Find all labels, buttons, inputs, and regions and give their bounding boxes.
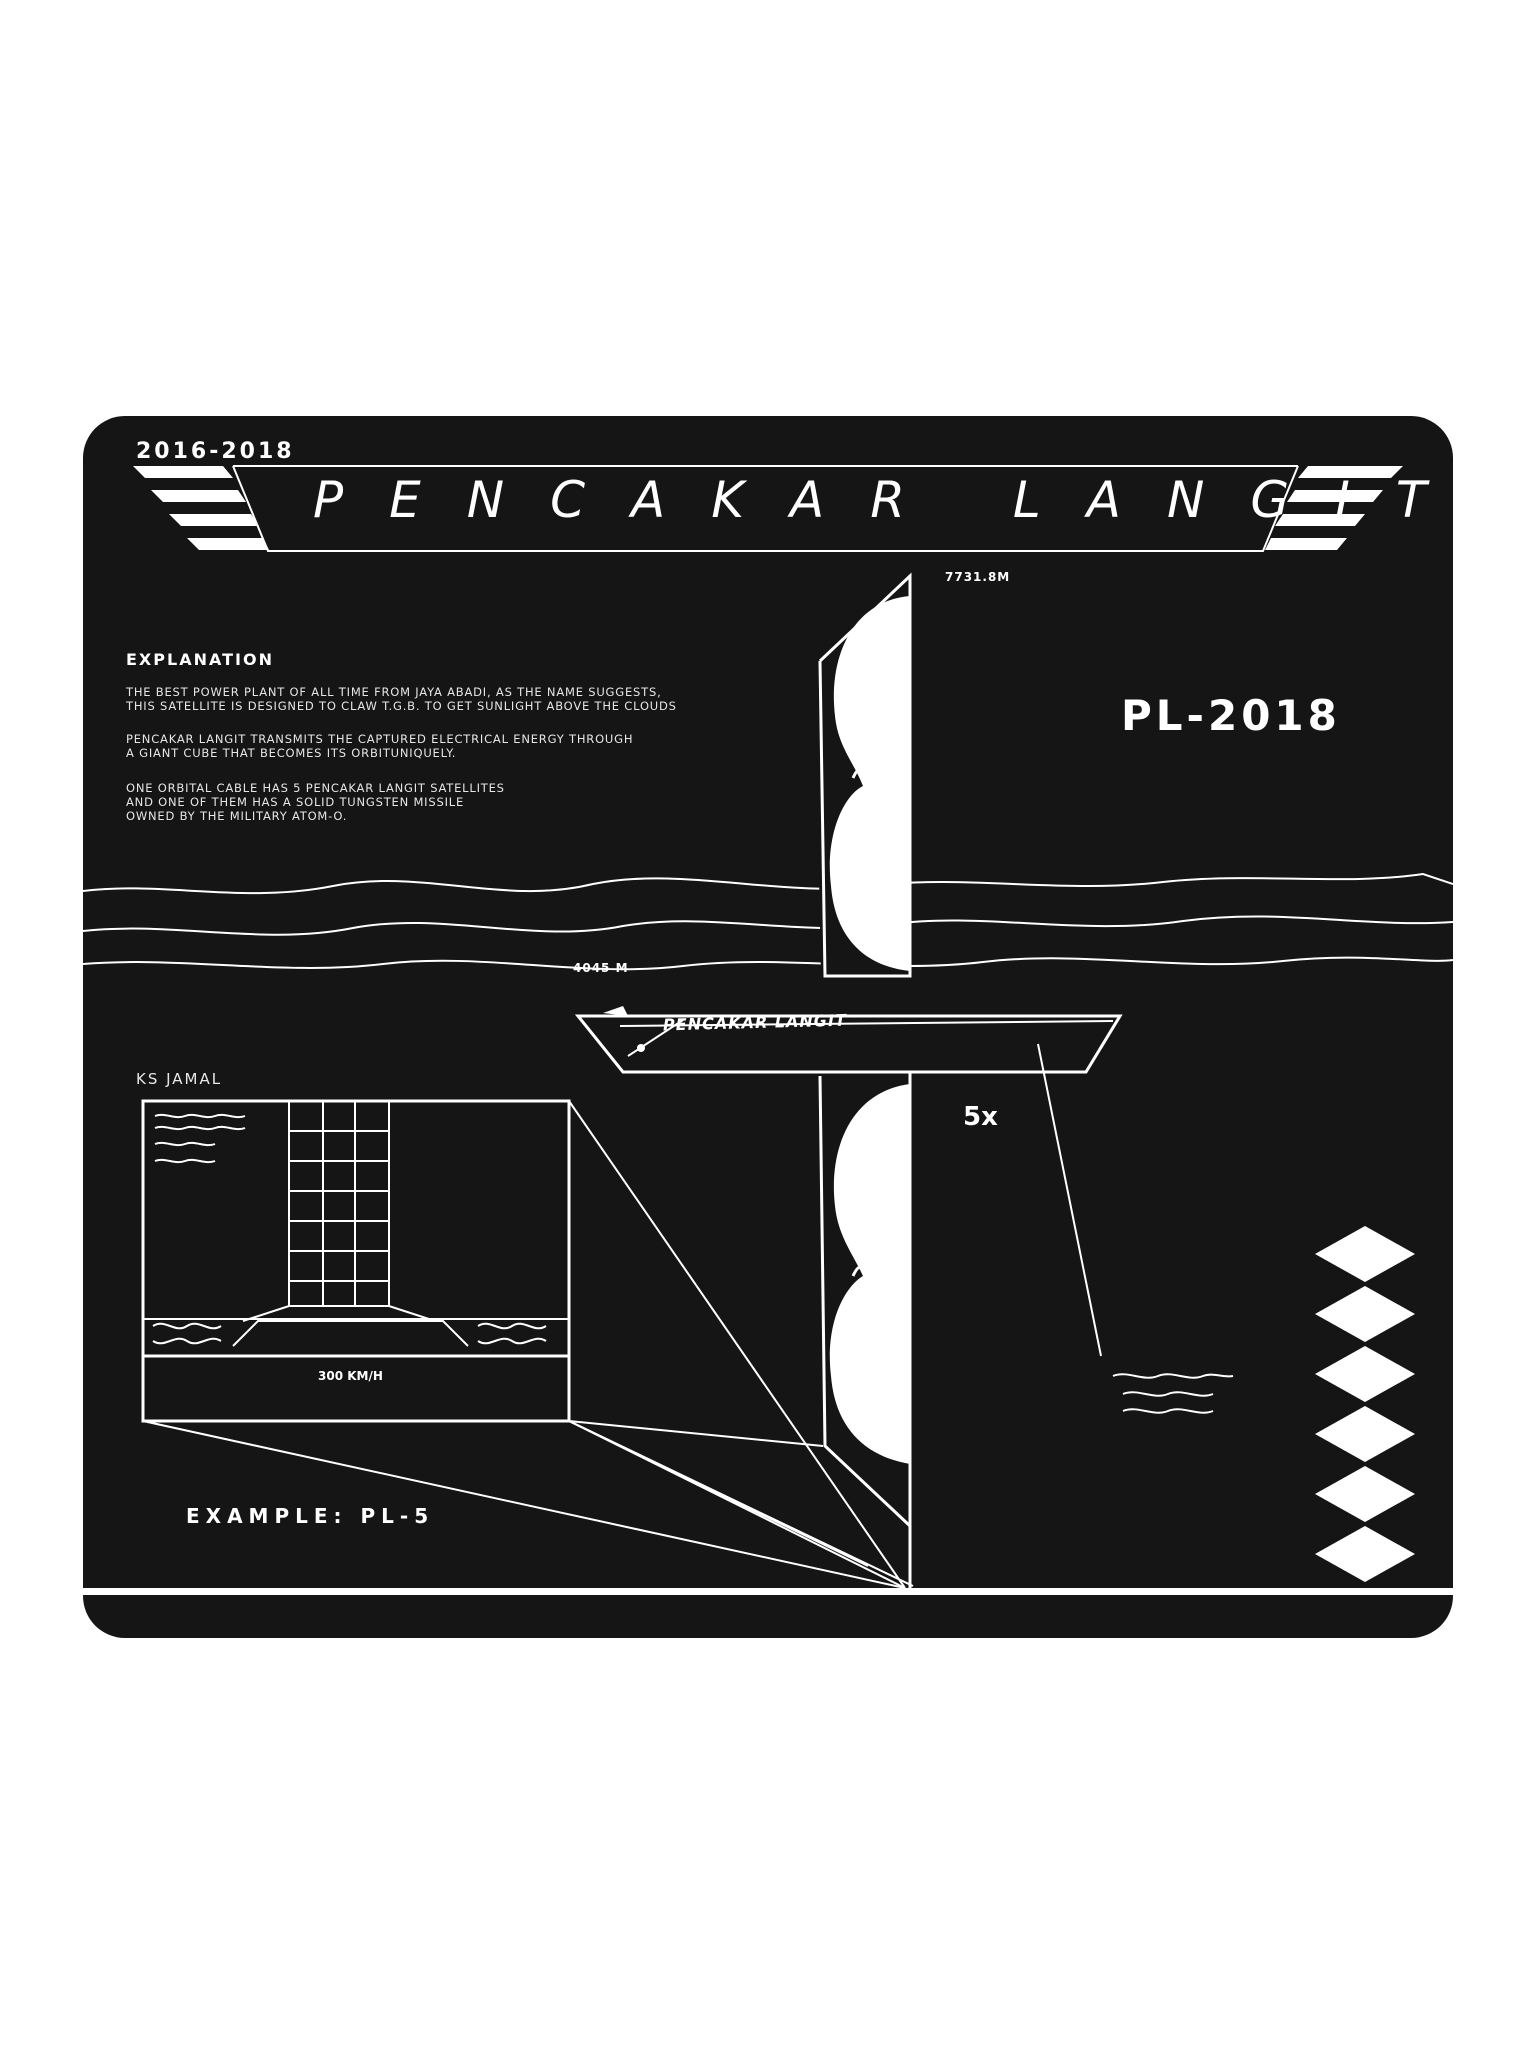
- lower-solar-sail: [818, 1072, 912, 1588]
- satellite-deck: [574, 1006, 1123, 1074]
- example-label: EXAMPLE: PL-5: [186, 1504, 435, 1528]
- tether-line: [1037, 1043, 1234, 1414]
- explanation-text: AND ONE OF THEM HAS A SOLID TUNGSTEN MIS…: [126, 795, 465, 809]
- mid-height-label: 4045 M: [573, 961, 629, 975]
- model-label: PL-2018: [1121, 691, 1341, 740]
- explanation-text: A GIANT CUBE THAT BECOMES ITS ORBITUNIQU…: [126, 746, 457, 760]
- explanation-text: OWNED BY THE MILITARY ATOM-O.: [126, 809, 348, 823]
- multiplier-label: 5x: [963, 1102, 998, 1132]
- explanation-text: THE BEST POWER PLANT OF ALL TIME FROM JA…: [126, 685, 662, 699]
- explanation-text: PENCAKAR LANGIT TRANSMITS THE CAPTURED E…: [126, 732, 634, 746]
- banner-stripes-left: [133, 466, 269, 550]
- year-range: 2016-2018: [136, 439, 295, 464]
- speed-label: 300 KM/H: [318, 1369, 383, 1383]
- top-height-label: 7731.8M: [945, 570, 1011, 584]
- explanation-text: THIS SATELLITE IS DESIGNED TO CLAW T.G.B…: [126, 699, 677, 713]
- banner-stripes-right: [1265, 466, 1403, 550]
- page-title: PENCAKAR LANGIT: [313, 471, 1453, 529]
- title-banner: [232, 465, 1299, 552]
- explanation-heading: EXPLANATION: [126, 650, 274, 669]
- detail-cutaway: [141, 1099, 571, 1423]
- projection-lines: [142, 1100, 914, 1589]
- blueprint-artwork: [83, 465, 1453, 1595]
- explanation-text: ONE ORBITAL CABLE HAS 5 PENCAKAR LANGIT …: [126, 781, 505, 795]
- detail-caption: KS JAMAL: [136, 1070, 223, 1088]
- bottom-rule: [83, 1588, 1453, 1595]
- cloud-layer: [83, 872, 1453, 971]
- mousepad: 2016-2018 PENCAKAR LANGIT 7731.8M EXPLAN…: [83, 416, 1453, 1638]
- diamond-stack: [1315, 1226, 1415, 1582]
- upper-solar-sail: [813, 572, 912, 978]
